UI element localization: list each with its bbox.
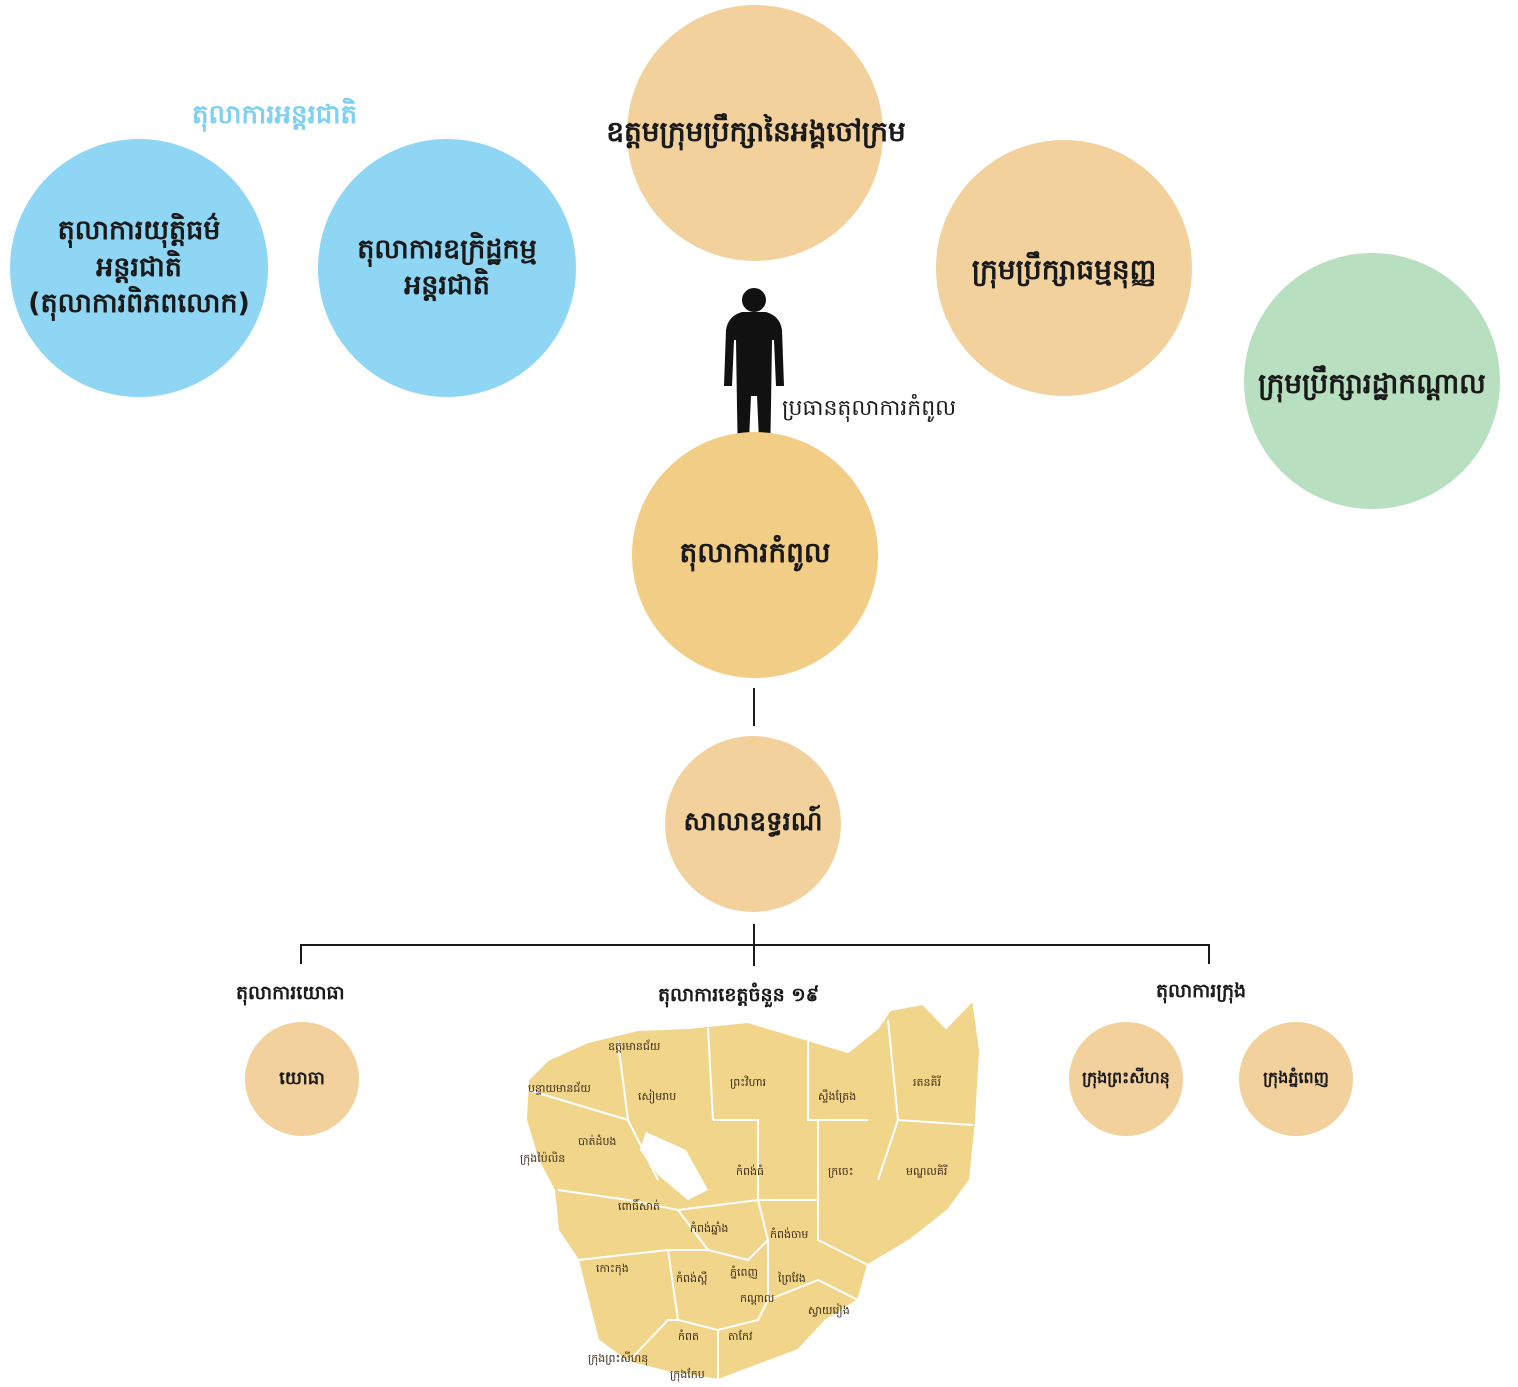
constitutional-council-label: ក្រុមប្រឹក្សាធម្មនុញ្ញ	[971, 253, 1157, 286]
supreme-council-magistracy-label: ឧត្តមក្រុមប្រឹក្សានៃអង្គចៅក្រម	[606, 115, 906, 148]
military-court-label: តុលាការយោធា	[236, 982, 345, 1004]
province-label: តាកែវ	[728, 1329, 753, 1343]
military-court-circle: យោធា	[245, 1022, 359, 1136]
appeal-court-circle: សាលាឧទ្ធរណ៍	[665, 736, 841, 912]
province-label: កំពង់ធំ	[736, 1164, 764, 1178]
province-label: បាត់ដំបង	[578, 1134, 616, 1148]
state-council-label: ក្រុមប្រឹក្សារដ្ឋាកណ្តាល	[1258, 367, 1486, 400]
supreme-court-label: តុលាការកំពូល	[679, 535, 831, 569]
province-label: ក្រុងប៉ៃលិន	[520, 1151, 565, 1166]
supreme-council-magistracy-circle	[627, 5, 883, 261]
international-courts-title: តុលាការអន្តរជាតិ	[192, 100, 358, 130]
international-court-of-justice-circle: តុលាការយុត្តិធម៌ អន្តរជាតិ (តុលាការពិភពល…	[10, 139, 268, 397]
provincial-courts-label: តុលាការខេត្តចំនួន ១៩	[658, 984, 820, 1006]
cambodia-province-map: ឧត្តរមានជ័យបន្ទាយមានជ័យសៀមរាប ព្រះវិហារស្…	[518, 997, 983, 1383]
country-shape	[524, 997, 982, 1382]
province-label: ឧត្តរមានជ័យ	[608, 1039, 660, 1053]
province-label: សៀមរាប	[638, 1089, 676, 1104]
map-svg: ឧត្តរមានជ័យបន្ទាយមានជ័យសៀមរាប ព្រះវិហារស្…	[520, 997, 982, 1382]
province-label: រតនគិរី	[913, 1075, 941, 1089]
person-silhouette-icon	[724, 288, 784, 462]
international-criminal-court-circle: តុលាការឧក្រិដ្ឋកម្ម អន្តរជាតិ	[318, 139, 576, 397]
province-label: បន្ទាយមានជ័យ	[528, 1081, 591, 1095]
province-label: កំពង់ស្ពឺ	[676, 1271, 707, 1285]
constitutional-council-circle	[936, 140, 1192, 396]
province-label: កណ្ដាល	[740, 1292, 774, 1305]
province-label: ក្រុងកែប	[670, 1367, 705, 1382]
president-label: ប្រធានតុលាការកំពូល	[782, 396, 957, 421]
province-label: ភ្នំពេញ	[730, 1265, 758, 1279]
supreme-court-circle: តុលាការកំពូល	[632, 432, 878, 678]
province-label: ក្រចេះ	[828, 1165, 854, 1178]
icj-line3: (តុលាការពិភពលោក)	[28, 288, 250, 320]
sihanoukville-court-circle: ក្រុងព្រះសីហនុ	[1069, 1022, 1183, 1136]
icc-line1: តុលាការឧក្រិដ្ឋកម្ម	[357, 233, 537, 265]
province-label: កំពត	[678, 1329, 699, 1343]
province-label: ស្វាយរៀង	[808, 1303, 850, 1318]
military-circle-label: យោធា	[279, 1067, 325, 1089]
icc-line2: អន្តរជាតិ	[404, 270, 490, 301]
icj-line1: តុលាការយុត្តិធម៌	[57, 215, 221, 247]
province-label: ព្រៃវែង	[777, 1271, 806, 1285]
province-label: ពោធិ៍សាត់	[618, 1198, 660, 1213]
phnom-penh-label: ក្រុងភ្នំពេញ	[1263, 1068, 1329, 1087]
icj-line2: អន្តរជាតិ	[96, 251, 182, 283]
province-label: កោះកុង	[596, 1262, 629, 1276]
province-label: ព្រះវិហារ	[730, 1075, 766, 1089]
connector-supreme-appeal	[753, 688, 755, 726]
phnom-penh-court-circle: ក្រុងភ្នំពេញ	[1239, 1022, 1353, 1136]
province-label: មណ្ឌលគិរី	[906, 1164, 947, 1178]
sihanoukville-label: ក្រុងព្រះសីហនុ	[1082, 1068, 1170, 1087]
state-council-circle	[1244, 253, 1500, 509]
province-label: ស្ទឹងត្រែង	[818, 1089, 856, 1103]
municipal-courts-label: តុលាការក្រុង	[1156, 980, 1247, 1002]
province-label: កំពង់ចាម	[770, 1227, 808, 1241]
province-label: ក្រុងព្រះសីហនុ	[588, 1351, 648, 1366]
connector-military	[300, 944, 302, 964]
province-label: កំពង់ឆ្នាំង	[690, 1221, 728, 1235]
connector-horizontal	[300, 944, 1210, 946]
connector-municipal	[1208, 944, 1210, 964]
appeal-court-label: សាលាឧទ្ធរណ៍	[683, 807, 823, 837]
